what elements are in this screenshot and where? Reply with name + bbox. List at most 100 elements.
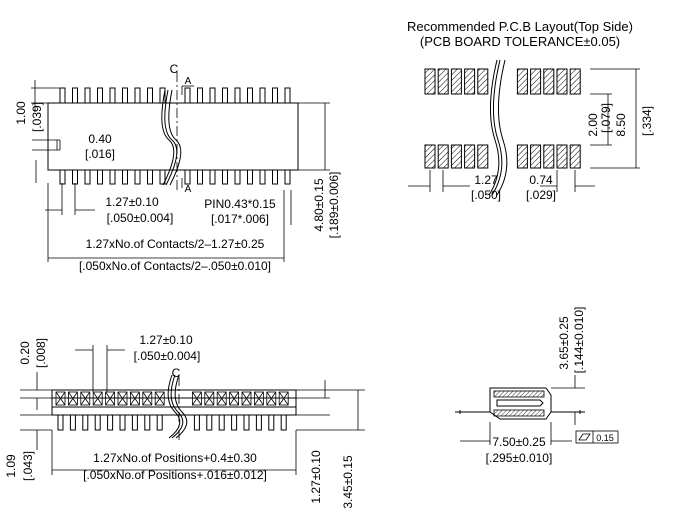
lead (259, 87, 266, 104)
cavity-mark (229, 391, 239, 406)
lead (72, 169, 78, 185)
pcb-pitch-mm: 1.27 (474, 173, 498, 187)
pcb-pad (477, 144, 489, 169)
pcb-row-gap-mm: 2.00 (586, 113, 600, 137)
pcb-pad (569, 144, 581, 169)
top-view-leads-lower (59, 169, 291, 185)
lead (109, 87, 116, 104)
section-marker-bottom: A (185, 184, 192, 195)
pcb-break-line (491, 59, 503, 196)
lead-height-mm: 1.00 (14, 101, 28, 125)
cavity (117, 391, 128, 406)
lead (122, 169, 128, 185)
lead (234, 87, 241, 104)
front-offset-mm: 0.20 (18, 341, 32, 365)
top-width-in: [.189±0.006] (327, 172, 341, 239)
pcb-tolerance-note: (PCB BOARD TOLERANCE±0.05) (420, 34, 620, 49)
cavity (266, 391, 277, 406)
front-height-in: [.043] (21, 451, 35, 481)
flatness-value: 0.15 (596, 433, 614, 443)
pcb-pad (556, 144, 568, 169)
lead (197, 87, 203, 104)
lead (184, 87, 191, 104)
side-width-mm: 7.50±0.25 (492, 435, 546, 449)
cavity (253, 391, 264, 406)
lead (134, 169, 141, 185)
pin (107, 414, 114, 431)
cavity (154, 391, 165, 406)
lead (272, 169, 278, 185)
pcb-pad (437, 68, 449, 95)
cavity-mark (241, 391, 252, 406)
pcb-pad (516, 68, 528, 95)
cavity (105, 391, 115, 406)
top-width-mm: 4.80±0.15 (312, 178, 326, 232)
cavity-mark (154, 391, 165, 406)
lead (97, 87, 103, 104)
pcb-pad (464, 68, 476, 95)
pcb-pad (530, 144, 542, 169)
front-length-mm: 1.27xNo.of Positions+0.4±0.30 (93, 451, 257, 465)
pcb-layout-title: Recommended P.C.B Layout(Top Side) (407, 19, 633, 34)
lead (272, 87, 278, 104)
pcb-pad (450, 144, 462, 169)
top-pitch-in: [.050±0.004] (107, 211, 174, 225)
flatness-frame (575, 430, 619, 444)
top-length-mm: 1.27xNo.of Contacts/2–1.27±0.25 (86, 237, 265, 251)
pcb-pad-width-mm: 0.74 (529, 173, 553, 187)
cavity (80, 391, 91, 406)
section-marker-top: A (185, 76, 192, 87)
side-view: 3.65±0.25 [.144±0.010] 7.50±0.25 [.295±0… (455, 307, 619, 465)
pin (119, 414, 126, 431)
cavity-mark (142, 391, 153, 406)
pin (193, 414, 200, 431)
lead (147, 87, 153, 104)
cavity-mark (204, 391, 215, 406)
flatness-icon (578, 433, 591, 441)
cavity (92, 391, 103, 406)
front-right-dim-1: 1.27±0.10 (309, 450, 323, 504)
cavity-mark (266, 391, 277, 406)
lead (209, 87, 216, 104)
pcb-pad (530, 68, 542, 95)
pcb-pad (516, 144, 528, 169)
lead (109, 169, 116, 185)
cavity-mark (130, 391, 140, 406)
pin (94, 414, 101, 431)
lead (59, 87, 66, 104)
lead (197, 169, 203, 185)
pin (243, 414, 250, 431)
cavity (204, 391, 215, 406)
lead (247, 169, 253, 185)
side-width-in: [.295±0.010] (486, 451, 553, 465)
front-pitch-mm: 1.27±0.10 (139, 333, 193, 347)
top-length-in: [.050xNo.of Contacts/2–.050±0.010] (79, 259, 271, 273)
pcb-pad (464, 144, 476, 169)
cavity-mark (192, 391, 202, 406)
lead (84, 87, 91, 104)
pcb-pad (569, 68, 581, 95)
lead (247, 87, 253, 104)
pin (82, 414, 89, 431)
pin (69, 414, 76, 431)
lead-height-in: [.039] (30, 102, 44, 132)
cavity-mark (117, 391, 128, 406)
cavity (129, 391, 140, 406)
cavity (241, 391, 252, 406)
lead-thickness-in: [.016] (85, 147, 115, 161)
top-view: C A A 1.00 [.039] 0.40 [.016] 1.27±0.10 … (14, 62, 341, 273)
lead (284, 87, 291, 104)
top-view-centerline-label: C (170, 62, 179, 76)
pcb-pad-row-bottom (424, 144, 581, 169)
cavity (229, 391, 240, 406)
front-length-in: [.050xNo.of Positions+.016±0.012] (83, 468, 267, 482)
lead (134, 87, 141, 104)
pcb-pad (556, 68, 568, 95)
lead (122, 87, 128, 104)
front-pitch-in: [.050±0.004] (134, 349, 201, 363)
pcb-pad (543, 68, 555, 95)
pin (218, 414, 225, 431)
pcb-pad-width-in: [.029] (526, 188, 556, 202)
pcb-pad (437, 144, 449, 169)
